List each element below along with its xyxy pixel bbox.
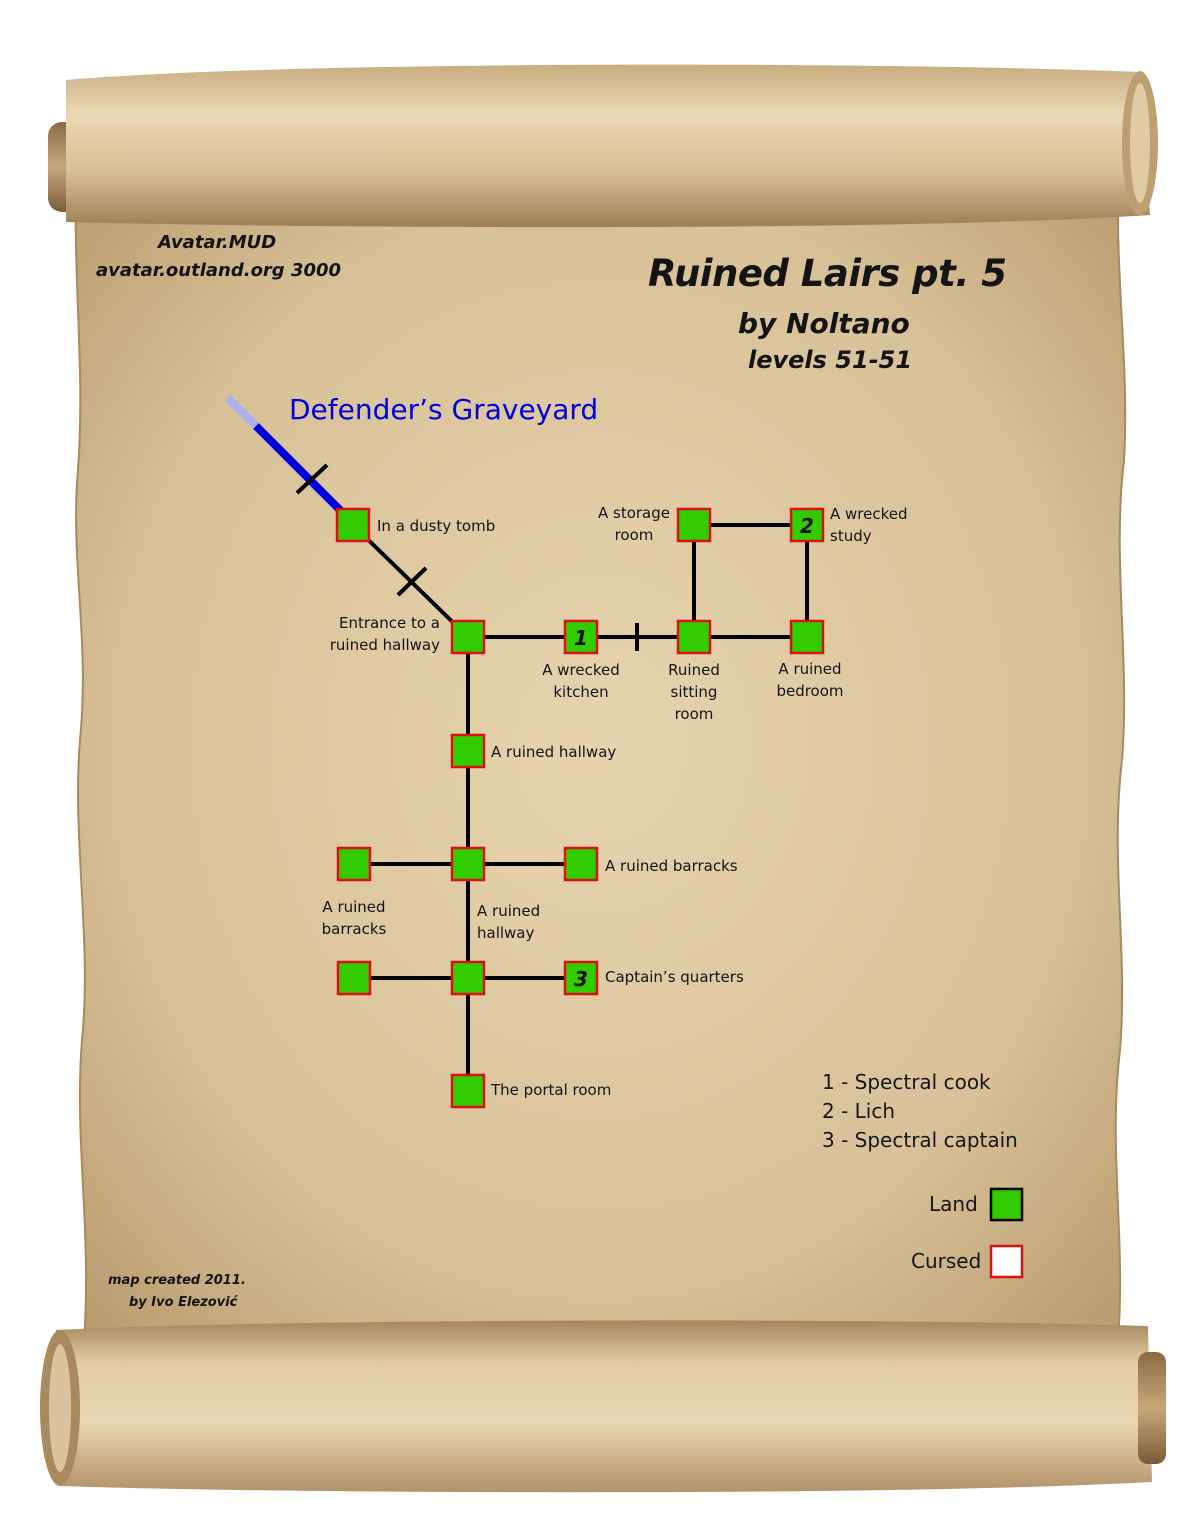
mob-marker-2: 2 [800,514,814,538]
room-label-kitchen: A wrecked kitchen [521,659,641,703]
top-roll [48,64,1158,228]
mob-marker-3: 3 [574,967,588,991]
site-address: avatar.outland.org 3000 [96,260,342,281]
room-label-line: A ruined [778,660,842,678]
room-label-line: A storage [597,504,670,522]
room-dusty-tomb [335,507,371,543]
room-portal [450,1073,486,1109]
room-label-study: A wrecked study [830,503,908,547]
room-barracks-left [336,846,372,882]
room-label-dusty-tomb: In a dusty tomb [377,515,495,537]
room-label-line: Entrance to a [339,614,440,632]
legend-land-label: Land [929,1192,978,1216]
room-label-line: kitchen [553,683,609,701]
room-label-line: Ruined [668,661,720,679]
legend-mob-1: 1 - Spectral cook [822,1070,991,1094]
rooms-layer: 1 2 3 [335,507,825,1109]
legend-mob-3: 3 - Spectral captain [822,1128,1018,1152]
legend-mob-2: 2 - Lich [822,1099,896,1123]
map-levels: levels 51-51 [748,346,913,374]
door-marks [295,463,639,651]
room-label-captains: Captain’s quarters [605,966,744,988]
room-label-line: A ruined [322,898,386,916]
mob-marker-1: 1 [574,626,588,650]
room-label-entrance: Entrance to a ruined hallway [330,612,440,656]
room-label-barracks-right: A ruined barracks [605,855,738,877]
room-hallway3 [450,960,486,996]
room-captains [563,960,599,996]
room-hallway1 [450,733,486,769]
room-label-line: In a dusty tomb [377,517,496,535]
room-label-line: bedroom [776,682,844,700]
legend-land-swatch [989,1187,1024,1222]
room-label-bedroom: A ruined bedroom [750,658,870,702]
exit-path [253,423,349,519]
exit-label: Defender’s Graveyard [289,393,599,426]
room-bedroom [789,619,825,655]
room-label-sitting-room: Ruined sitting room [634,659,754,725]
door-mark-exit [295,463,329,495]
room-hallway2 [450,846,486,882]
room-label-portal: The portal room [491,1079,611,1101]
site-name: Avatar.MUD [158,232,277,253]
map-author: by Noltano [738,307,910,340]
credit-line-2: by Ivo Elezović [129,1295,238,1310]
room-storage [676,507,712,543]
room-label-line: A wrecked [830,505,908,523]
room-label-line: room [674,705,714,723]
room-label-line: A ruined [477,902,541,920]
room-study [789,507,825,543]
room-label-line: A ruined barracks [605,857,738,875]
room-label-line: barracks [321,920,387,938]
room-label-hallway1: A ruined hallway [491,741,616,763]
room-label-line: room [614,526,654,544]
room-label-line: A wrecked [542,661,620,679]
room-barracks-right [563,846,599,882]
door-mark-tomb [396,566,428,597]
room-label-line: Captain’s quarters [605,968,744,986]
room-kitchen [563,619,599,655]
exit-path-fade [225,395,261,431]
map-title: Ruined Lairs pt. 5 [648,252,1007,295]
room-label-line: The portal room [491,1081,612,1099]
bottom-roll [40,1320,1166,1493]
room-entrance [450,619,486,655]
room-label-line: study [830,527,872,545]
room-label-barracks-left: A ruined barracks [294,896,414,940]
room-label-line: sitting [670,683,718,701]
credit-line-1: map created 2011. [108,1273,246,1288]
room-label-line: A ruined hallway [491,743,617,761]
room-label-hallway2: A ruined hallway [477,900,540,944]
legend-cursed-swatch [989,1244,1024,1279]
room-sitting-room [676,619,712,655]
room-label-line: hallway [477,924,535,942]
room-hallway3-left [336,960,372,996]
room-label-storage: A storage room [574,502,694,546]
legend-cursed-label: Cursed [911,1249,982,1273]
room-label-line: ruined hallway [329,636,440,654]
